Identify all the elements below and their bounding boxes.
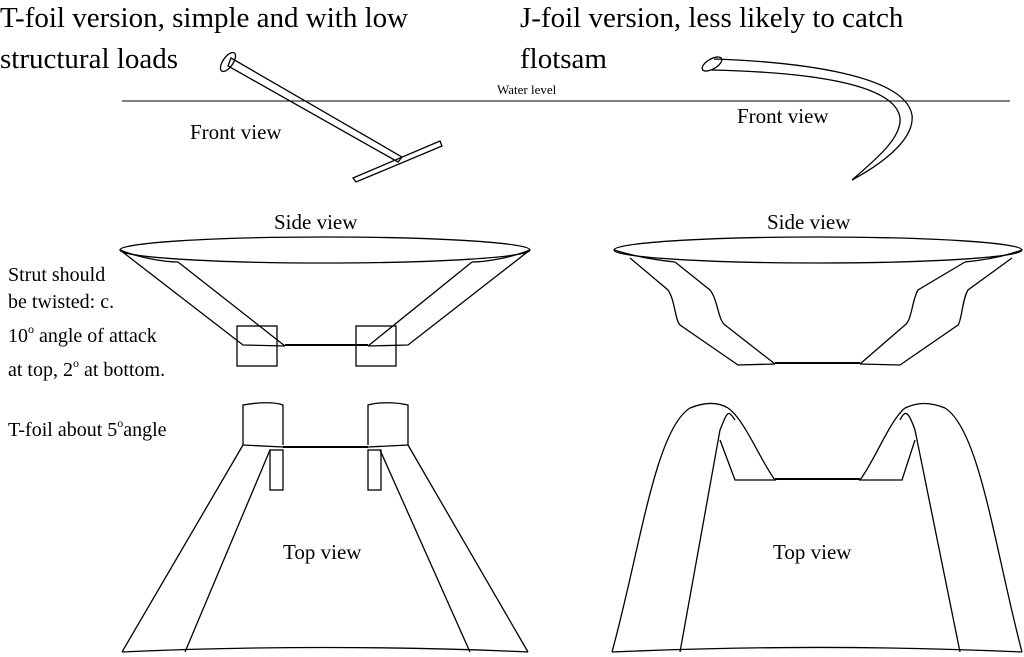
t-foil-side-view — [119, 236, 531, 367]
strut-twist-note: Strut should be twisted: c. 10o angle of… — [8, 262, 165, 384]
degree-symbol: o — [73, 356, 79, 370]
note-text: at top, 2 — [8, 359, 73, 381]
note-text: 10 — [8, 325, 28, 347]
note-line: Strut should — [8, 264, 106, 286]
side-view-label-left: Side view — [274, 210, 358, 234]
note-text: angle of attack — [39, 325, 157, 347]
water-level-label: Water level — [497, 82, 557, 97]
side-view-label-right: Side view — [767, 210, 851, 234]
tfoil-angle-note: T-foil about 5oangle — [8, 410, 167, 444]
note-line: be twisted: c. — [8, 291, 115, 313]
top-view-label-left: Top view — [283, 540, 362, 564]
note-line: 10o angle of attack — [8, 316, 165, 350]
note-text: angle — [123, 419, 167, 441]
t-foil-front-view — [219, 51, 443, 183]
t-foil-top-view — [121, 402, 529, 653]
right-title-line2: flotsam — [520, 43, 607, 75]
j-foil-side-view — [613, 236, 1023, 366]
degree-symbol: o — [28, 322, 34, 336]
note-line: at top, 2o at bottom. — [8, 350, 165, 384]
note-text: T-foil about 5 — [8, 419, 118, 441]
left-title-line1: T-foil version, simple and with low — [0, 2, 409, 34]
right-title-line1: J-foil version, less likely to catch — [520, 2, 904, 34]
j-foil-front-view — [701, 56, 913, 181]
left-title-line2: structural loads — [0, 43, 178, 75]
front-view-label-right: Front view — [737, 104, 829, 128]
note-text: at bottom. — [84, 359, 166, 381]
top-view-label-right: Top view — [773, 540, 852, 564]
degree-symbol: o — [117, 416, 124, 430]
front-view-label-left: Front view — [190, 120, 282, 144]
j-foil-top-view — [611, 402, 1023, 653]
